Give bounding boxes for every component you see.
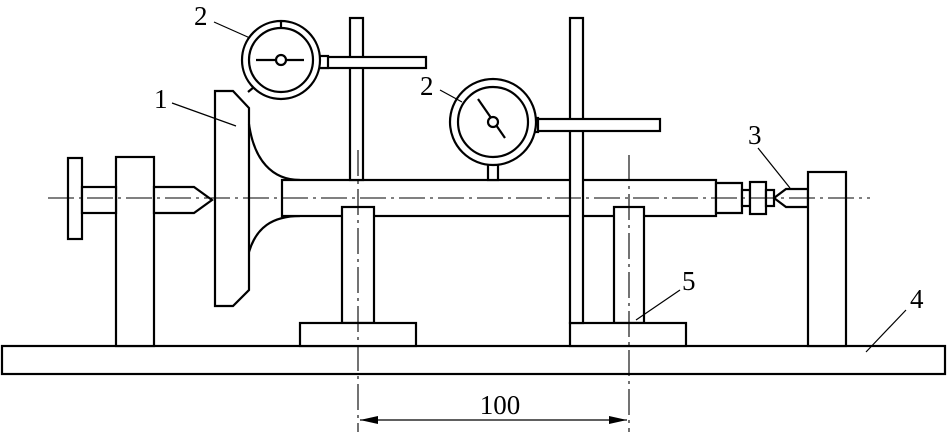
dial-gauge-right	[448, 77, 540, 182]
label-center-point: 3	[748, 120, 762, 150]
valve-head	[213, 89, 251, 308]
right-tailstock	[740, 170, 848, 348]
valve-neck	[247, 123, 301, 182]
v-block-right	[568, 205, 688, 348]
label-dial-gauge-right: 2	[420, 71, 434, 101]
dial-gauge-left	[240, 19, 330, 101]
dimension-line	[360, 416, 627, 424]
label-base-plate: 4	[910, 284, 924, 314]
label-dial-gauge-left: 2	[194, 1, 208, 31]
label-v-block: 5	[682, 266, 696, 296]
dimension-text: 100	[480, 390, 521, 420]
label-valve-head: 1	[154, 84, 168, 114]
gauge-stand-left	[316, 16, 428, 182]
base-plate	[0, 344, 947, 376]
gauge-stand-right	[526, 16, 662, 325]
left-tailstock	[66, 155, 214, 348]
